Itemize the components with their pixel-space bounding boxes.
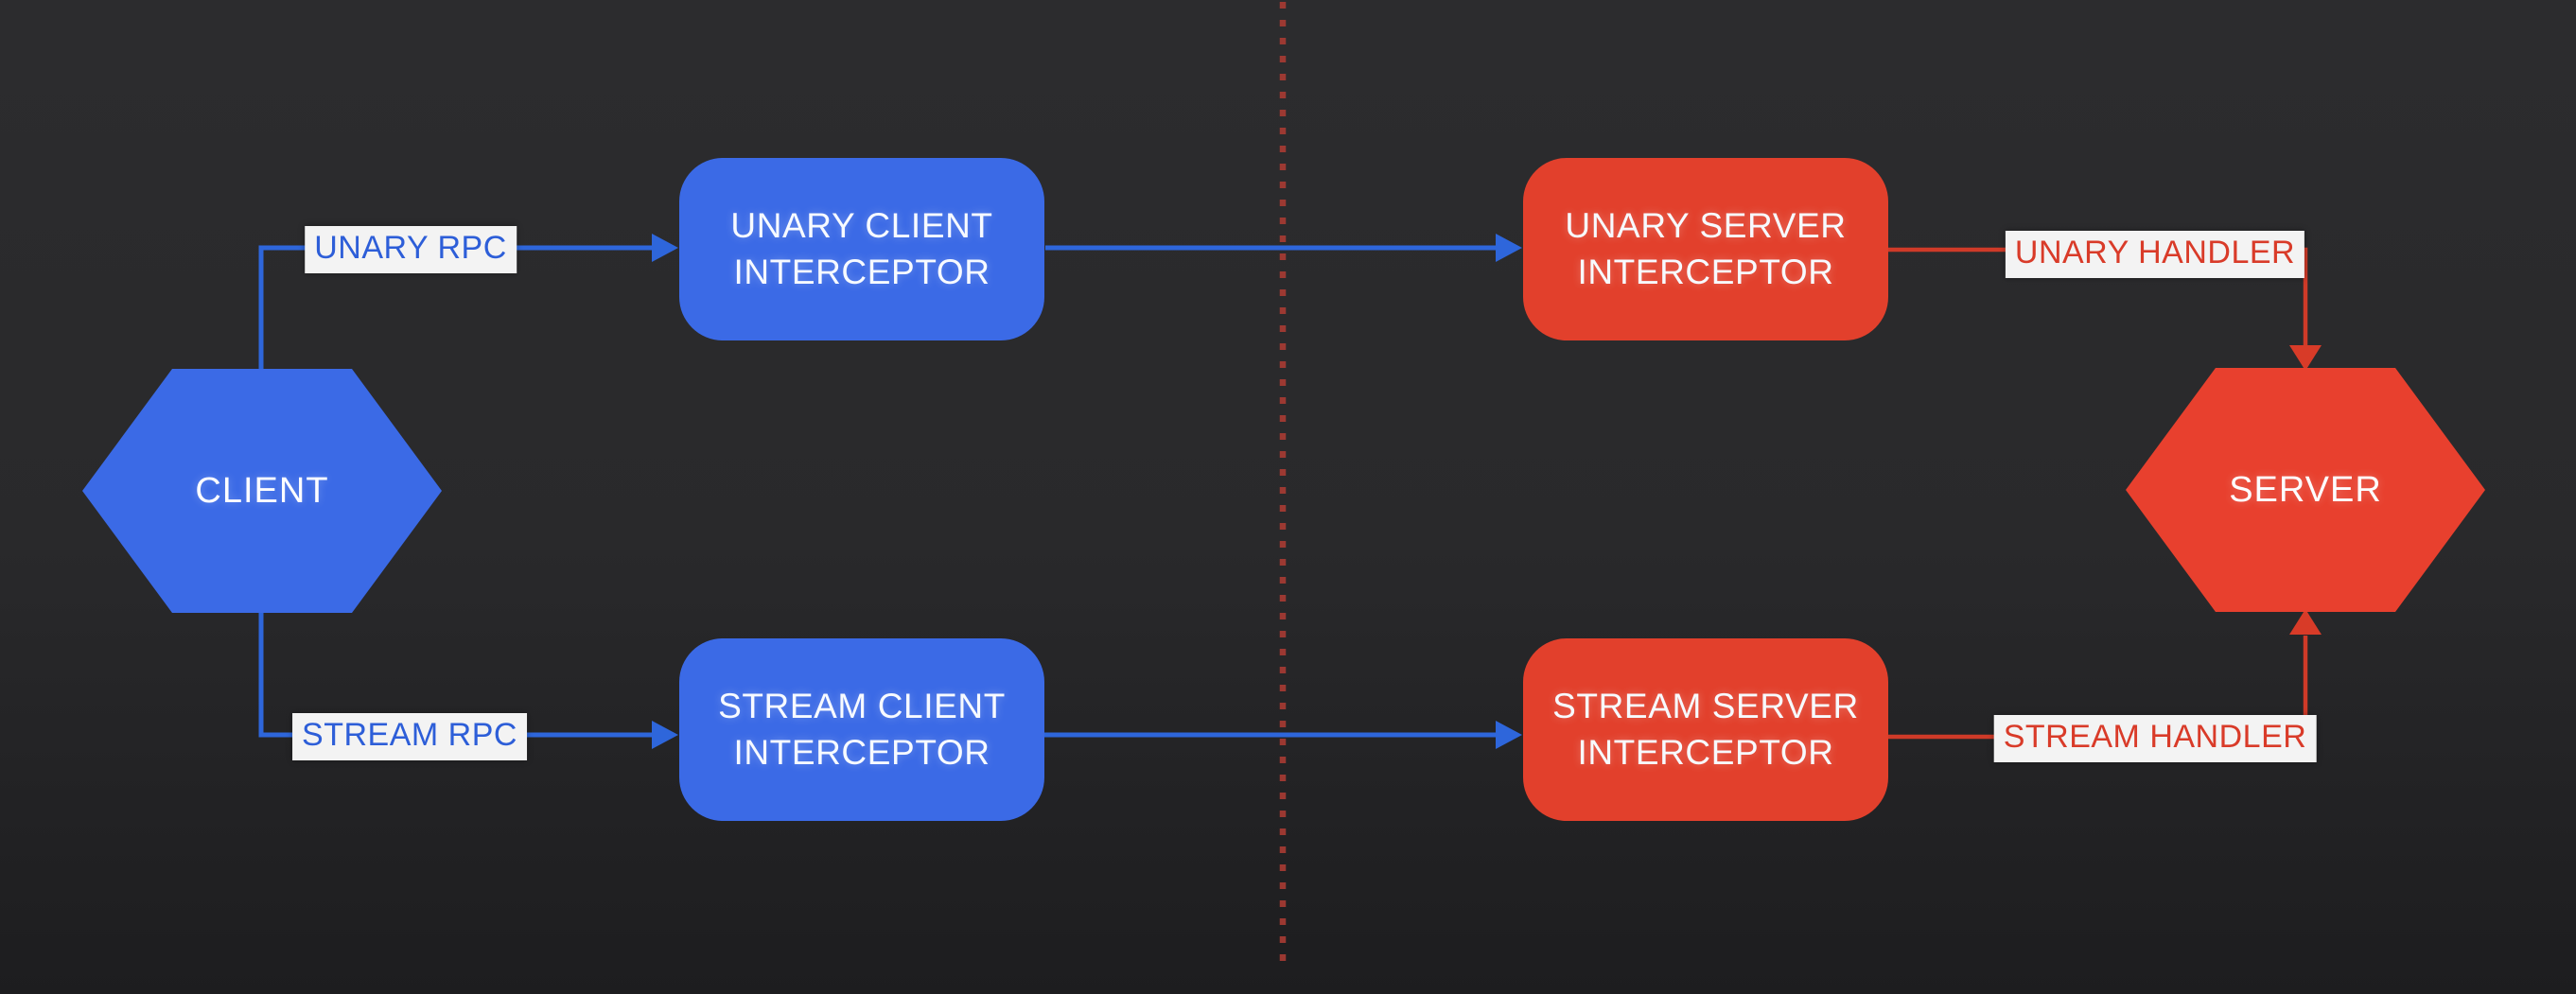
stream-rpc-edge-label: STREAM RPC — [292, 713, 527, 760]
stream-cross-boundary-arrowhead-icon — [1496, 721, 1522, 749]
unary-handler-edge-label: UNARY HANDLER — [2005, 231, 2305, 278]
unary-rpc-arrowhead-icon — [652, 234, 678, 262]
client-node-label: CLIENT — [195, 470, 329, 511]
server-node-label: SERVER — [2229, 469, 2382, 510]
unary-client-interceptor-label: UNARY CLIENT INTERCEPTOR — [730, 206, 993, 291]
unary-rpc-line — [258, 245, 653, 371]
unary-server-interceptor-node: UNARY SERVER INTERCEPTOR — [1523, 158, 1888, 340]
stream-server-interceptor-node: STREAM SERVER INTERCEPTOR — [1523, 638, 1888, 821]
stream-rpc-arrowhead-icon — [652, 721, 678, 749]
stream-client-interceptor-label: STREAM CLIENT INTERCEPTOR — [718, 687, 1006, 772]
stream-handler-edge-label: STREAM HANDLER — [1993, 715, 2317, 762]
stream-handler-arrowhead-icon — [2289, 609, 2322, 635]
unary-client-interceptor-node: UNARY CLIENT INTERCEPTOR — [679, 158, 1044, 340]
unary-rpc-edge-label: UNARY RPC — [305, 226, 517, 273]
stream-client-interceptor-node: STREAM CLIENT INTERCEPTOR — [679, 638, 1044, 821]
unary-cross-boundary-arrowhead-icon — [1496, 234, 1522, 262]
stream-server-interceptor-label: STREAM SERVER INTERCEPTOR — [1552, 687, 1859, 772]
unary-handler-arrowhead-icon — [2289, 345, 2322, 371]
unary-server-interceptor-label: UNARY SERVER INTERCEPTOR — [1565, 206, 1847, 291]
